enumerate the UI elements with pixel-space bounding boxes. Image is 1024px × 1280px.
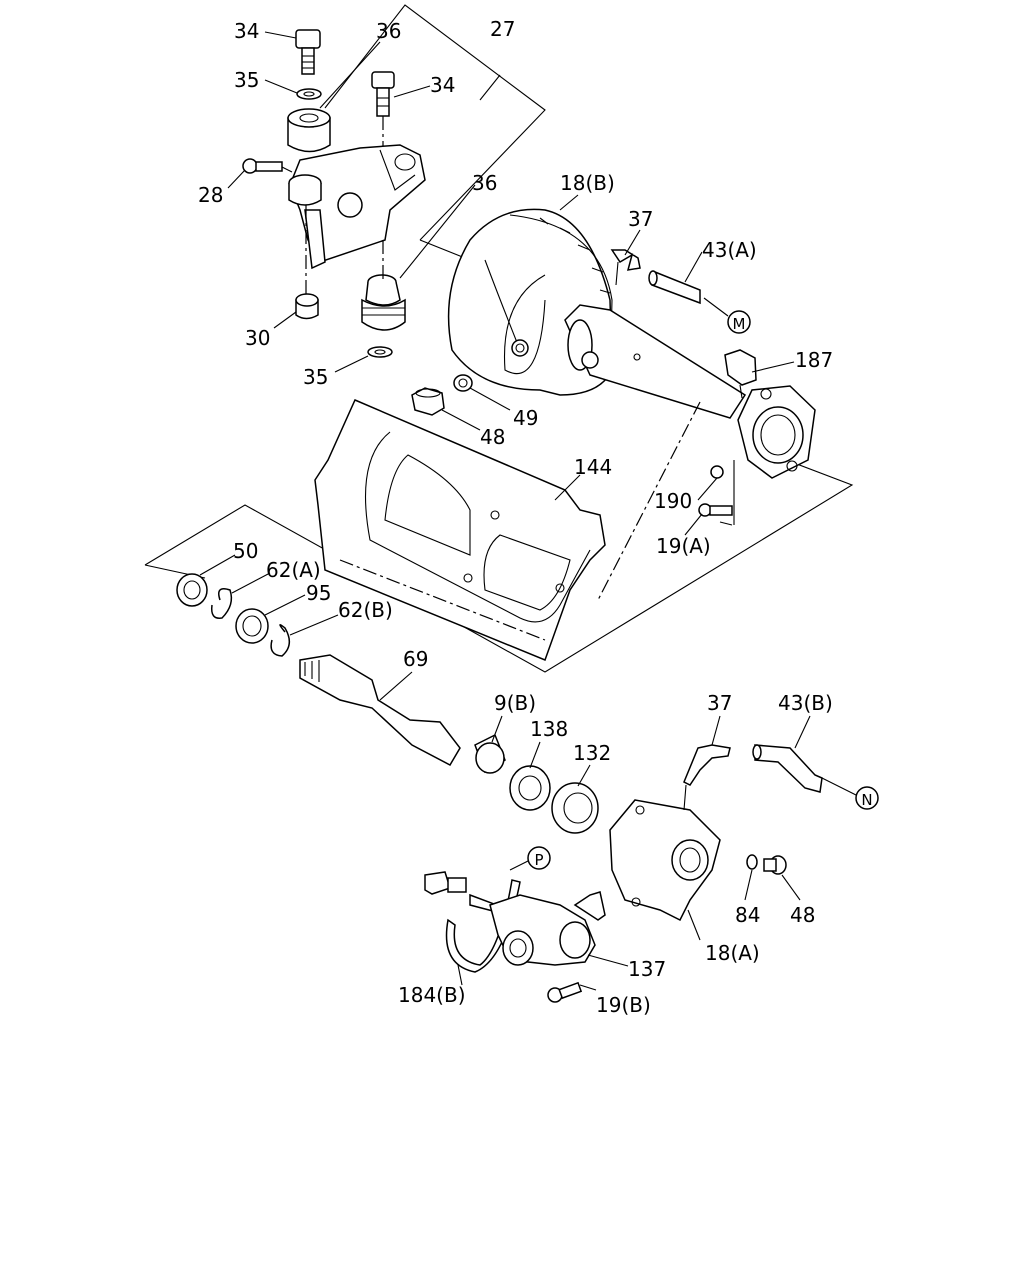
callout-19a: 19(A) xyxy=(656,534,711,558)
callout-labels: 34 36 27 35 34 28 36 18(B) 37 43(A) 30 1… xyxy=(198,17,833,1017)
callout-18b: 18(B) xyxy=(560,171,615,195)
callout-37-lower: 37 xyxy=(707,691,732,715)
callout-43b: 43(B) xyxy=(778,691,833,715)
callout-34-left: 34 xyxy=(234,19,259,43)
connector-p-label: P xyxy=(534,851,543,869)
callout-144: 144 xyxy=(574,455,612,479)
shaft-components xyxy=(176,573,599,834)
callout-37-top: 37 xyxy=(628,207,653,231)
callout-187: 187 xyxy=(795,348,833,372)
connector-n: N xyxy=(855,786,879,810)
actuator-motor xyxy=(424,871,606,1003)
callout-35-lower: 35 xyxy=(303,365,328,389)
callout-36-lower: 36 xyxy=(472,171,497,195)
connector-p: P xyxy=(527,846,551,870)
callout-190: 190 xyxy=(654,489,692,513)
callout-49: 49 xyxy=(513,406,538,430)
axle-housing xyxy=(411,208,816,601)
callout-69: 69 xyxy=(403,647,428,671)
leader-lines xyxy=(199,31,857,991)
callout-36-top: 36 xyxy=(376,19,401,43)
callout-137: 137 xyxy=(628,957,666,981)
callout-95: 95 xyxy=(306,581,331,605)
callout-9b: 9(B) xyxy=(494,691,536,715)
callout-138: 138 xyxy=(530,717,568,741)
callout-19b: 19(B) xyxy=(596,993,651,1017)
callout-35-top: 35 xyxy=(234,68,259,92)
callout-30: 30 xyxy=(245,326,270,350)
callout-48-top: 48 xyxy=(480,425,505,449)
callout-62a: 62(A) xyxy=(266,558,321,582)
callout-184b: 184(B) xyxy=(398,983,466,1007)
callout-50: 50 xyxy=(233,539,258,563)
callout-27: 27 xyxy=(490,17,515,41)
callout-18a: 18(A) xyxy=(705,941,760,965)
mount-bracket-assembly xyxy=(242,29,426,358)
connector-m: M xyxy=(727,310,751,334)
connector-m-label: M xyxy=(733,315,746,333)
callout-62b: 62(B) xyxy=(338,598,393,622)
callout-28: 28 xyxy=(198,183,223,207)
skid-plate xyxy=(314,399,606,661)
callout-84: 84 xyxy=(735,903,760,927)
callout-43a: 43(A) xyxy=(702,238,757,262)
callout-34-right: 34 xyxy=(430,73,455,97)
connector-n-label: N xyxy=(861,791,872,809)
callout-132: 132 xyxy=(573,741,611,765)
actuator-housing xyxy=(609,744,823,922)
callout-48-lower: 48 xyxy=(790,903,815,927)
